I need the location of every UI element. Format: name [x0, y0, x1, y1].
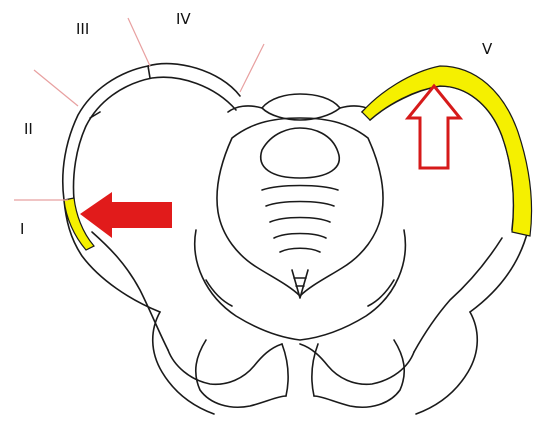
coccyx: [292, 270, 308, 298]
left-ischium: [153, 312, 214, 414]
divider-line-iii: [128, 18, 150, 66]
arrow-left-filled-icon: [80, 192, 172, 238]
sacral-line-5: [280, 248, 320, 252]
crest-segment-mark-1: [148, 66, 150, 78]
divider-line-ii: [34, 70, 78, 106]
sacrum-outline: [217, 118, 383, 296]
lumbar-vertebra: [262, 94, 340, 120]
arrow-up-outline-icon: [408, 86, 460, 168]
pubic-symphysis: [282, 344, 318, 396]
pelvic-brim: [195, 230, 406, 340]
right-inner-wing: [414, 238, 502, 352]
sacral-line-1: [262, 186, 338, 191]
sacral-promontory: [261, 128, 340, 178]
label-iv: IV: [176, 12, 191, 27]
label-v: V: [482, 42, 492, 57]
right-pubic-ramus: [314, 340, 404, 407]
left-inner-wing: [92, 232, 168, 350]
crest-divider-lines: [14, 18, 264, 200]
left-pubic-ramus: [196, 340, 286, 407]
sacral-line-2: [266, 202, 334, 207]
divider-line-iv: [240, 44, 264, 92]
left-iliac-crest-inner: [74, 77, 237, 200]
label-iii: III: [76, 22, 89, 37]
sacral-line-4: [274, 234, 326, 239]
label-i: I: [20, 222, 24, 237]
label-ii: II: [24, 122, 33, 137]
left-obturator-region: [168, 344, 282, 384]
left-iliac-crest: [63, 64, 240, 312]
right-obturator-region: [300, 344, 414, 384]
sacral-line-3: [270, 218, 330, 223]
right-ischium: [416, 312, 477, 414]
